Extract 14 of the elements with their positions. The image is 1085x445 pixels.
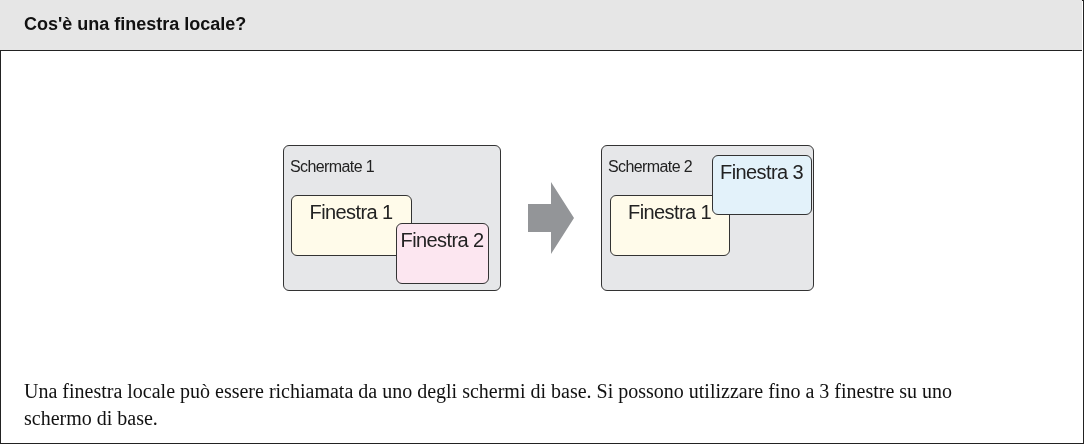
screen-label: Schermate 2: [608, 158, 693, 176]
screen-panel: [601, 145, 814, 291]
screen-label: Schermate 1: [290, 158, 375, 176]
window-box: [711, 154, 812, 215]
title: Cos'è una finestra locale?: [24, 14, 247, 35]
caption: Una finestra locale può essere richiamata da uno degli schermi di base. Si possono utilizzare fino a 3 finestre su uno schermo di base.: [24, 379, 954, 431]
block-arrow: [528, 182, 574, 254]
window-label: Finestra 1: [309, 199, 393, 225]
screen-panel: [283, 145, 501, 291]
window-label: Finestra 2: [400, 227, 484, 253]
window-label: Finestra 1: [628, 199, 711, 225]
window-box: [395, 222, 489, 284]
window-label: Finestra 3: [720, 159, 803, 185]
window-box: [609, 194, 730, 256]
